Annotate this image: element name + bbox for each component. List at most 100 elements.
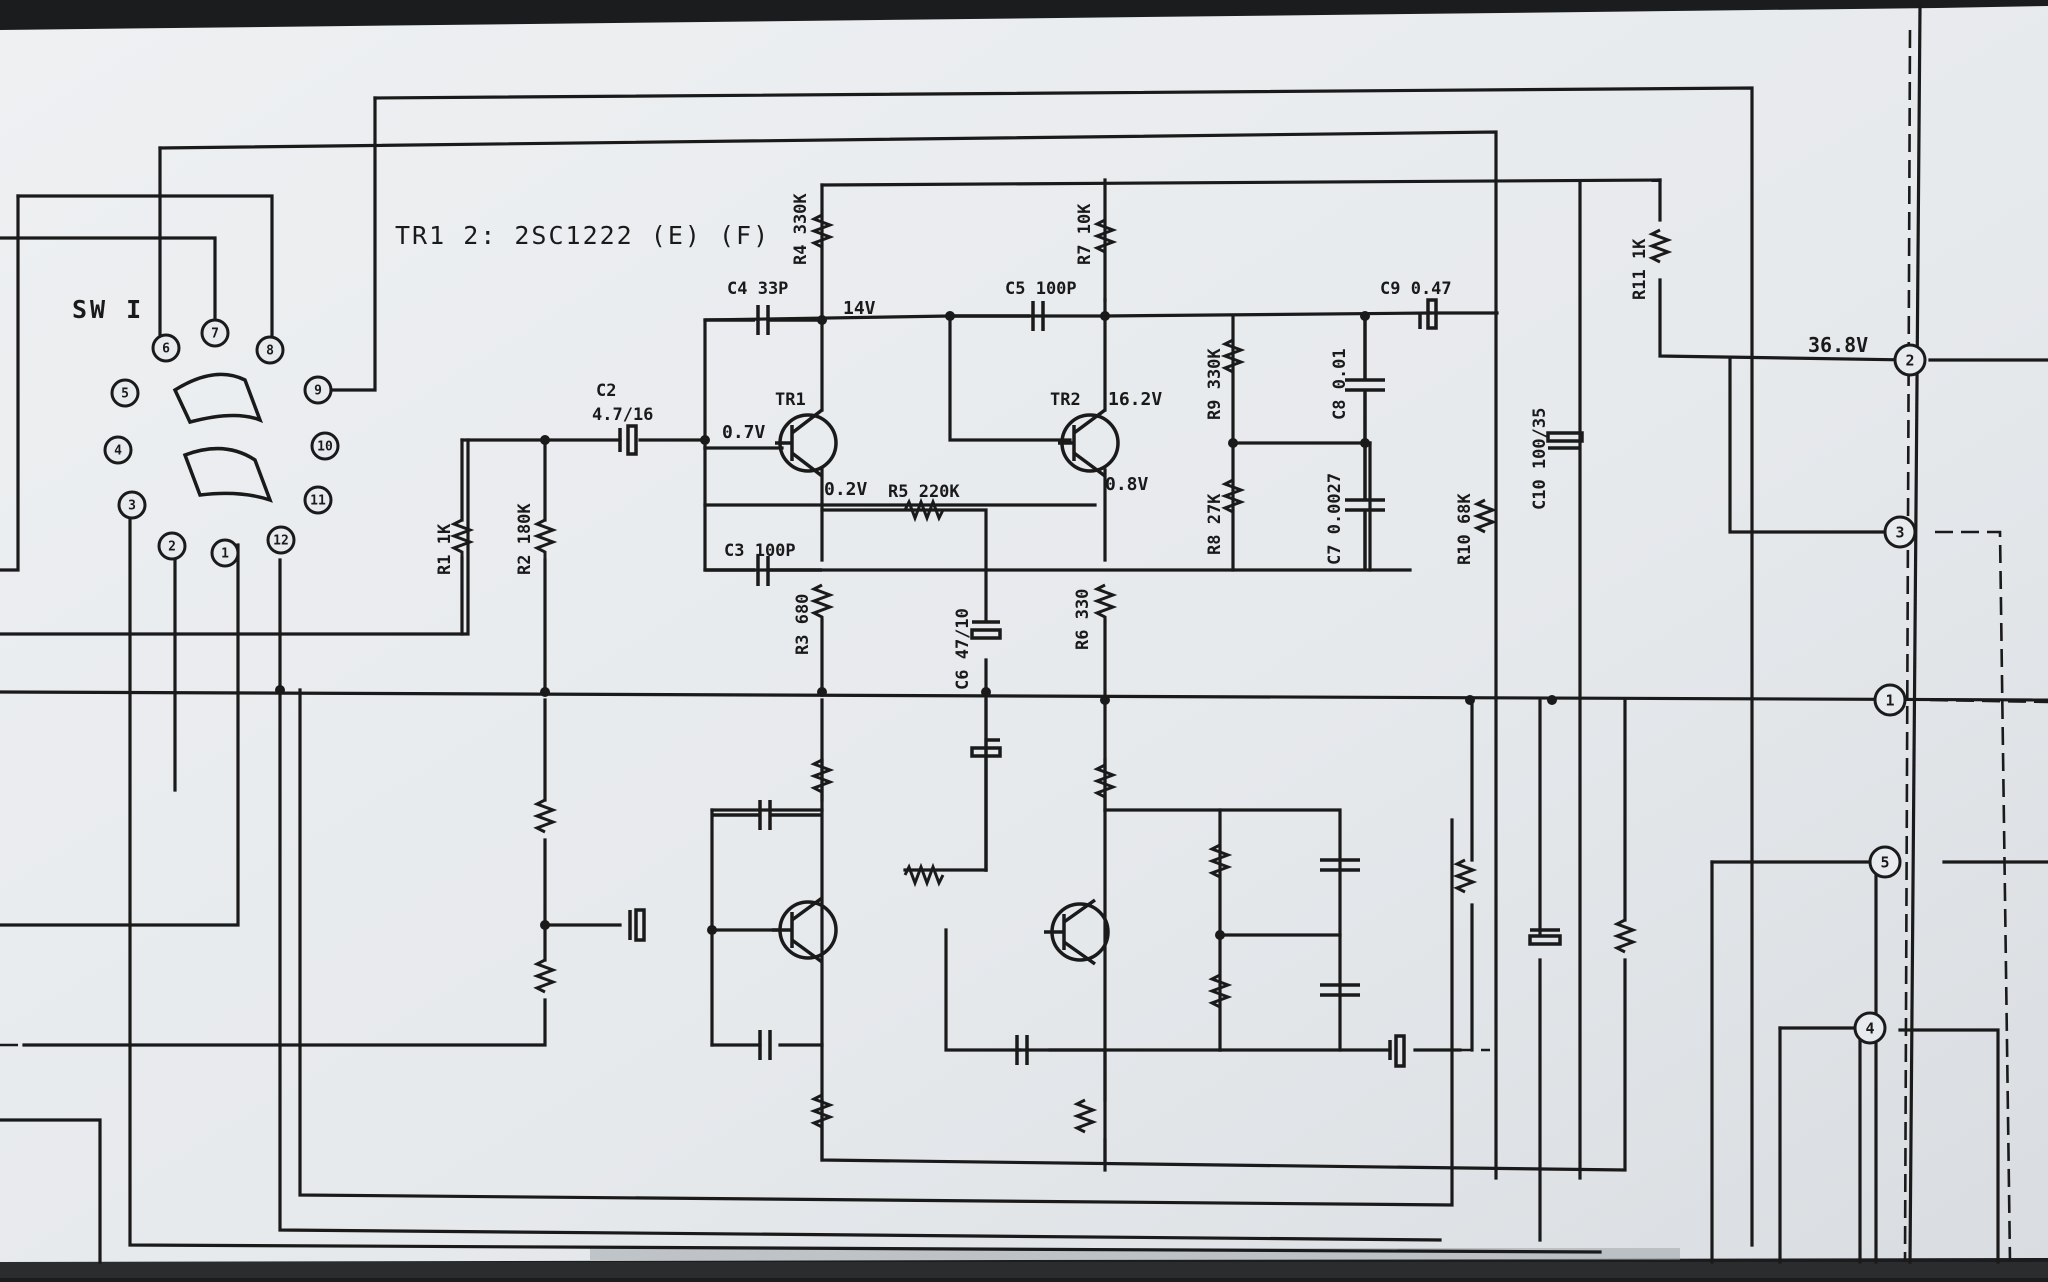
switch-pin-11: 11: [303, 485, 333, 515]
connector-pin-2-label: 2: [1905, 351, 1914, 369]
switch-pin-8: 8: [255, 335, 285, 365]
resistor-symbols: [449, 213, 1673, 1134]
tr3-transistor: [772, 896, 838, 964]
c5-capacitor: [950, 301, 1045, 331]
supply-voltage: 36.8V: [1808, 333, 1868, 357]
connector-pin-1: 1: [1873, 683, 1907, 717]
switch-pin-7: 7: [200, 318, 230, 348]
r2-resistor: [532, 518, 558, 560]
tr1-emitter-voltage: 0.2V: [824, 479, 868, 500]
tr1-label: TR1: [775, 390, 806, 410]
switch-pin-4: 4: [103, 435, 133, 465]
component-labels: C4 33P C5 100P C9 0.47 C2 4.7/16 TR1 TR2…: [435, 193, 1650, 690]
paper-background: [0, 6, 2048, 1262]
r1-resistor: [449, 518, 475, 558]
switch-pin-9: 9: [303, 375, 333, 405]
dashed-wires: [0, 29, 2048, 1263]
r5-resistor: [903, 497, 945, 523]
c6-capacitor: [970, 620, 1002, 640]
switch-pin-5-label: 5: [121, 387, 129, 402]
r9-label: R9 330K: [1205, 348, 1225, 420]
connector-pin-4-label: 4: [1865, 1019, 1874, 1037]
c9-capacitor: [1418, 298, 1438, 330]
tr2-label: TR2: [1050, 390, 1081, 410]
tr2-collector-voltage: 16.2V: [1108, 389, 1162, 410]
connector-pin-4: 4: [1853, 1011, 1887, 1045]
c10-label: C10 100/35: [1530, 408, 1550, 510]
r1-label: R1 1K: [435, 523, 455, 575]
voltage-labels: 14V 0.7V 0.2V 16.2V 0.8V 36.8V: [722, 298, 1868, 500]
tr1-base-voltage: 0.7V: [722, 422, 766, 443]
capacitor-symbols: [618, 298, 1584, 1068]
c8-capacitor: [1345, 316, 1385, 443]
c9-label: C9 0.47: [1380, 279, 1452, 299]
connector-pin-5: 5: [1868, 845, 1902, 879]
c8-label: C8 0.01: [1330, 348, 1350, 420]
r11-label: R11 1K: [1630, 238, 1650, 300]
c2-capacitor: [618, 424, 638, 456]
switch-pin-10-label: 10: [317, 440, 333, 455]
sw1-rotary-switch[interactable]: [172, 372, 273, 503]
c7-capacitor: [1345, 443, 1385, 570]
c2-value-label: 4.7/16: [592, 405, 653, 425]
switch-pin-11-label: 11: [310, 494, 326, 509]
switch-pin-9-label: 9: [314, 384, 322, 399]
c5-label: C5 100P: [1005, 279, 1077, 299]
tr4-transistor: [1044, 898, 1110, 966]
connector-pin-2: 2: [1893, 343, 1927, 377]
connector-pin-3: 3: [1883, 515, 1917, 549]
r10-label: R10 68K: [1455, 493, 1475, 565]
r2-label: R2 180K: [515, 503, 535, 575]
r10-resistor: [1472, 498, 1498, 534]
switch-pin-1: 1: [210, 538, 240, 568]
r6-label: R6 330: [1073, 589, 1093, 650]
c10-capacitor: [1546, 431, 1584, 450]
r3-label: R3 680: [793, 594, 813, 655]
switch-pin-5: 5: [110, 378, 140, 408]
r8-resistor: [1220, 478, 1246, 514]
c4-capacitor: [705, 305, 822, 335]
r4-resistor: [809, 213, 835, 253]
switch-pin-6-label: 6: [162, 342, 170, 357]
r7-label: R7 10K: [1075, 203, 1095, 265]
switch-pin-12: 12: [266, 525, 296, 555]
switch-pin-7-label: 7: [211, 327, 219, 342]
tr2-emitter-voltage: 0.8V: [1105, 474, 1149, 495]
c6-label: C6 47/10: [953, 608, 973, 690]
switch-label: SW I: [72, 295, 144, 324]
switch-pin-12-label: 12: [273, 534, 289, 549]
transistor-symbols: [772, 408, 1120, 966]
tr1-collector-voltage: 14V: [843, 298, 876, 319]
r8-label: R8 27K: [1205, 493, 1225, 555]
switch-pin-1-label: 1: [221, 547, 229, 562]
switch-pin-2-label: 2: [168, 540, 176, 555]
c2-label: C2: [596, 381, 616, 401]
wires: [0, 4, 2048, 1264]
switch-pin-6: 6: [151, 333, 181, 363]
r7-resistor: [1092, 218, 1118, 254]
r4-label: R4 330K: [791, 193, 811, 265]
r3-resistor: [809, 583, 835, 623]
r9-resistor: [1220, 338, 1246, 374]
c3-capacitor: [705, 556, 822, 586]
c4-label: C4 33P: [727, 279, 788, 299]
connector-pin-1-label: 1: [1885, 691, 1894, 709]
connector-pin-5-label: 5: [1880, 853, 1889, 871]
switch-pin-3: 3: [117, 490, 147, 520]
connector-pins: 1 2 3 4 5: [1853, 343, 1927, 1045]
c3-label: C3 100P: [724, 541, 796, 561]
r6-resistor: [1092, 583, 1118, 623]
switch-pin-10: 10: [310, 431, 340, 461]
junction-dots: [275, 311, 1557, 940]
switch-pin-3-label: 3: [128, 499, 136, 514]
switch-pin-2: 2: [157, 531, 187, 561]
r11-resistor: [1647, 228, 1673, 264]
tr1-transistor: [775, 408, 838, 478]
diagram-title: TR1 2: 2SC1222 (E) (F): [395, 221, 770, 250]
tr2-transistor: [1058, 408, 1120, 478]
bottom-bezel: [0, 1262, 2048, 1278]
c7-label: C7 0.0027: [1325, 473, 1345, 565]
